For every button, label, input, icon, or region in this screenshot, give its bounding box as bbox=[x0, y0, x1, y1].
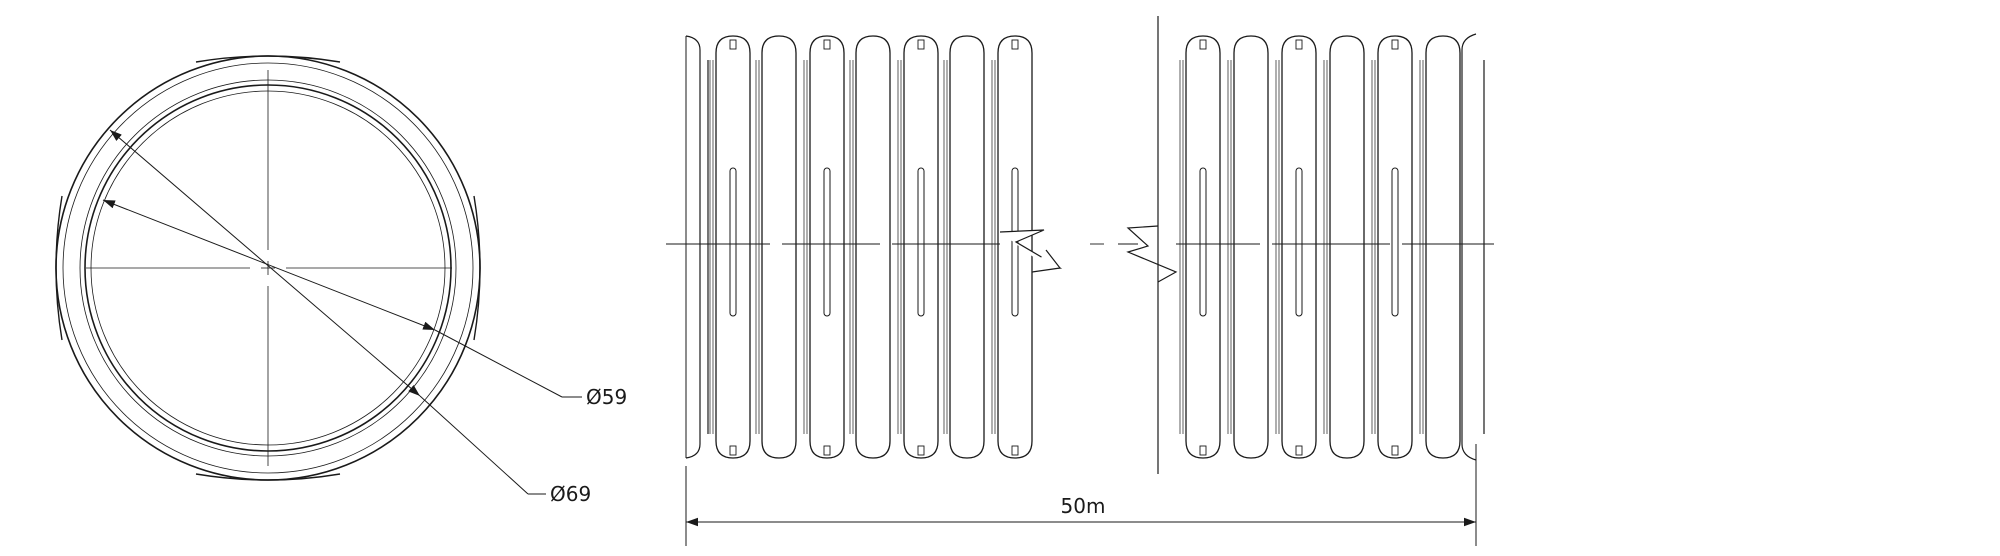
inner-diameter-label: Ø59 bbox=[586, 385, 627, 409]
corrugation-rib bbox=[897, 35, 939, 459]
length-dimension: 50m bbox=[685, 444, 1477, 546]
drain-slot bbox=[1011, 167, 1019, 317]
outer-diameter-dimension bbox=[109, 129, 546, 495]
break-line-right bbox=[1126, 225, 1178, 283]
rib-outline bbox=[715, 35, 751, 459]
rib-notch bbox=[729, 39, 737, 50]
corrugation-rib bbox=[1227, 35, 1269, 459]
corrugation-rib bbox=[709, 35, 751, 459]
corrugation-rib bbox=[943, 35, 985, 459]
rib-outline bbox=[1329, 35, 1365, 459]
drain-slot bbox=[917, 167, 925, 317]
rib-outline bbox=[809, 35, 845, 459]
outer-wall-inner-circle bbox=[62, 62, 474, 474]
corrugation-rib bbox=[755, 35, 797, 459]
corrugation-rib bbox=[803, 35, 845, 459]
break-line-left bbox=[999, 229, 1063, 273]
corrugation-rib bbox=[1323, 35, 1365, 459]
ribs-right-section bbox=[1179, 35, 1461, 459]
rib-outline bbox=[949, 35, 985, 459]
rib-outline bbox=[761, 35, 797, 459]
ribs-left-section bbox=[709, 35, 1033, 459]
rib-notch bbox=[1199, 445, 1207, 456]
drain-slot bbox=[1295, 167, 1303, 317]
corrugation-rib bbox=[1275, 35, 1317, 459]
rib-outline bbox=[1233, 35, 1269, 459]
rib-notch bbox=[1011, 39, 1019, 50]
corrugation-rib bbox=[1371, 35, 1413, 459]
pipe-end-right bbox=[1461, 33, 1485, 461]
rib-notch bbox=[1295, 445, 1303, 456]
length-label: 50m bbox=[1061, 494, 1106, 518]
side-view: 50m bbox=[666, 16, 1494, 546]
rib-notch bbox=[917, 445, 925, 456]
rib-notch bbox=[1011, 445, 1019, 456]
rib-outline bbox=[1377, 35, 1413, 459]
rib-outline bbox=[903, 35, 939, 459]
drain-slot bbox=[823, 167, 831, 317]
rib-notch bbox=[729, 445, 737, 456]
outer-rib-bumps bbox=[55, 55, 481, 481]
rib-outline bbox=[997, 35, 1033, 459]
rib-notch bbox=[823, 445, 831, 456]
rib-notch bbox=[1391, 39, 1399, 50]
rib-notch bbox=[1199, 39, 1207, 50]
corrugation-rib bbox=[1419, 35, 1461, 459]
outer-diameter-label: Ø69 bbox=[550, 482, 591, 506]
drain-slot bbox=[1391, 167, 1399, 317]
corrugation-rib bbox=[1179, 35, 1221, 459]
end-view: Ø59 Ø69 bbox=[55, 55, 627, 506]
rib-notch bbox=[1295, 39, 1303, 50]
rib-outline bbox=[1185, 35, 1221, 459]
rib-notch bbox=[1391, 445, 1399, 456]
rib-outline bbox=[1281, 35, 1317, 459]
drain-slot bbox=[729, 167, 737, 317]
drain-slot bbox=[1199, 167, 1207, 317]
rib-outline bbox=[1425, 35, 1461, 459]
rib-notch bbox=[823, 39, 831, 50]
pipe-end-left bbox=[685, 35, 709, 459]
rib-notch bbox=[917, 39, 925, 50]
inner-diameter-dimension bbox=[102, 199, 582, 398]
corrugation-rib bbox=[991, 35, 1033, 459]
rib-outline bbox=[855, 35, 891, 459]
corrugation-rib bbox=[849, 35, 891, 459]
